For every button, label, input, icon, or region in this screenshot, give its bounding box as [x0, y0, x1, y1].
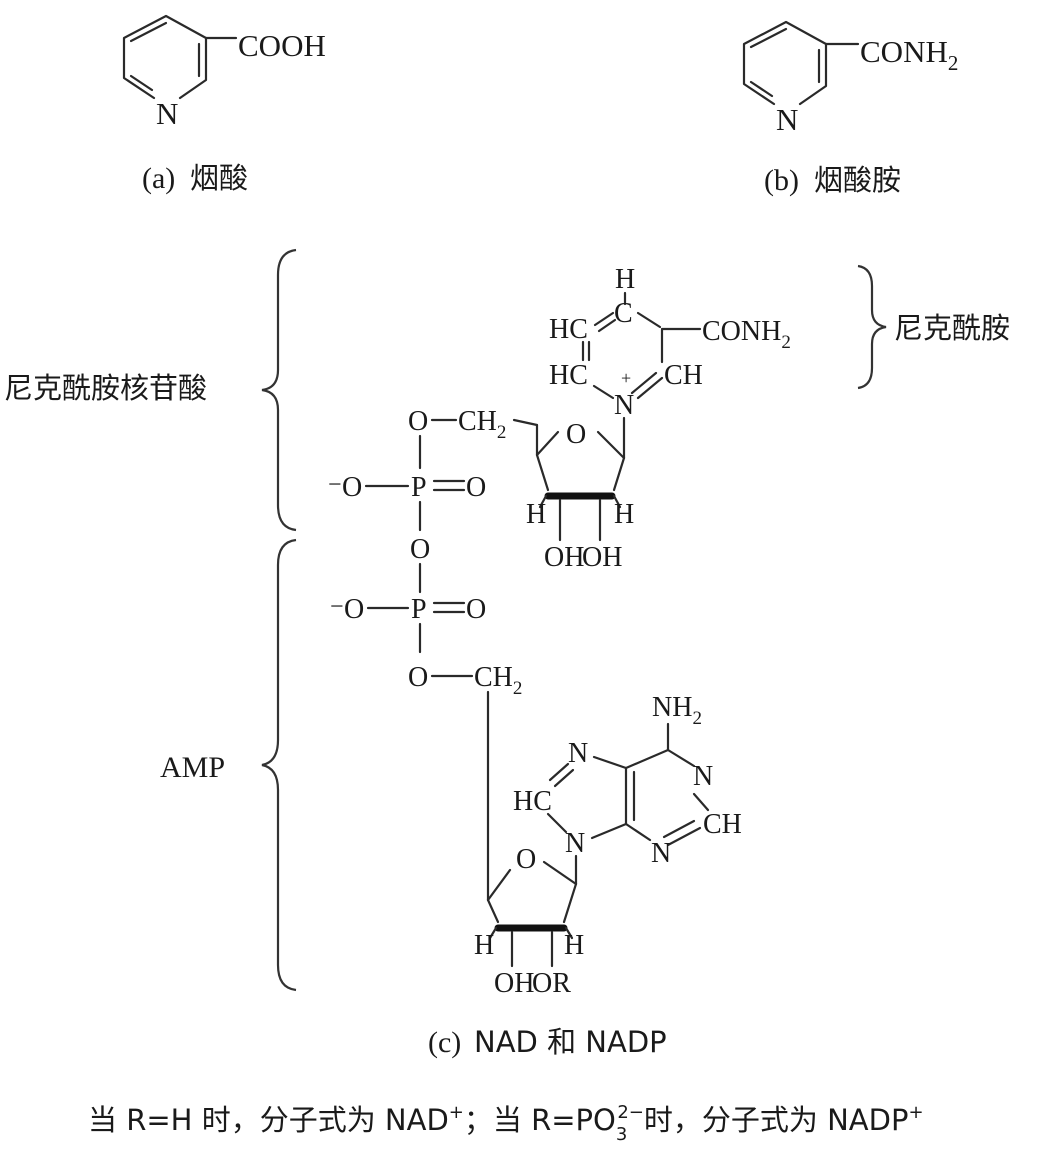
upper-ribose-h-left: H: [526, 499, 546, 530]
ring-c-top: C: [614, 298, 633, 329]
nicotinamide-brace: [857, 264, 887, 390]
p-lower: P: [411, 594, 427, 625]
pyridinium-ring: H C HC HC CH N + CONH2: [549, 264, 791, 421]
amp-brace: [261, 538, 297, 992]
caption-c-name: NAD 和 NADP: [474, 1025, 667, 1059]
adenine-n3: N: [651, 838, 671, 869]
lower-ribose-ring-o: O: [516, 844, 536, 875]
o-ch2-lower-o: O: [408, 662, 428, 693]
caption-a-label: (a): [142, 162, 175, 195]
adenine-hc8: HC: [513, 786, 552, 817]
bridge-o: O: [410, 534, 430, 565]
footnote: 当 R=H 时，分子式为 NAD+；当 R=PO32−时，分子式为 NADP+: [88, 1102, 924, 1145]
amp-label: AMP: [160, 751, 225, 784]
caption-b-label: (b): [764, 164, 799, 197]
adenine-n9: N: [565, 828, 585, 859]
upper-ribose-ring-o: O: [566, 419, 586, 450]
ring-ch-right: CH: [664, 360, 703, 391]
pyridine-n-label: N: [156, 96, 178, 131]
ch2-lower: CH2: [474, 662, 522, 699]
lower-ribose-oh: OH: [494, 968, 534, 999]
ring-hc-lower: HC: [549, 360, 588, 391]
ring-plus-sign: +: [621, 368, 631, 388]
p-upper: P: [411, 472, 427, 503]
nmn-label: 尼克酰胺核苷酸: [4, 371, 207, 405]
adenine-n1: N: [693, 761, 713, 792]
amide-group-label: CONH2: [860, 34, 958, 75]
adenine-c2: CH: [703, 809, 742, 840]
carboxyl-group-label: COOH: [238, 28, 326, 63]
minus-lower: −: [330, 594, 344, 620]
nicotinic-acid-structure: COOH N (a) 烟酸: [122, 14, 326, 195]
upper-ribose-oh-left: OH: [544, 542, 584, 573]
caption-b-name: 烟酸胺: [814, 163, 901, 197]
caption-a-name: 烟酸: [190, 161, 248, 195]
ring-hc-upper: HC: [549, 314, 588, 345]
o-double-upper: O: [466, 472, 486, 503]
o-ch2-upper-o: O: [408, 406, 428, 437]
nicotinamide-brace-label: 尼克酰胺: [894, 311, 1010, 345]
lower-ribose-or: OR: [532, 968, 571, 999]
o-minus-upper: O: [342, 472, 362, 503]
phosphate-backbone: O CH2 − O P O O − O P O O CH2: [328, 406, 539, 902]
nmn-brace: [261, 248, 297, 532]
ring-h-top: H: [615, 264, 635, 295]
adenine-n7: N: [568, 738, 588, 769]
o-minus-lower: O: [344, 594, 364, 625]
adenine-base: NH2 N CH N N HC N: [513, 692, 742, 886]
upper-ribose-h-right: H: [614, 499, 634, 530]
o-double-lower: O: [466, 594, 486, 625]
ring-n-plus: N: [614, 390, 634, 421]
upper-ribose-oh-right: OH: [582, 542, 622, 573]
minus-upper: −: [328, 472, 342, 498]
lower-ribose-h-right: H: [564, 930, 584, 961]
upper-ribose: O H H OH OH: [526, 416, 634, 573]
lower-ribose-h-left: H: [474, 930, 494, 961]
ch2-upper: CH2: [458, 406, 506, 443]
lower-ribose: O H H OH OR: [474, 844, 584, 999]
pyridine-n-label: N: [776, 102, 798, 137]
adenine-nh2: NH2: [652, 692, 702, 729]
nicotinamide-structure: CONH2 N (b) 烟酸胺: [742, 20, 958, 197]
ring-conh2: CONH2: [702, 316, 791, 353]
caption-c-label: (c): [428, 1026, 461, 1059]
